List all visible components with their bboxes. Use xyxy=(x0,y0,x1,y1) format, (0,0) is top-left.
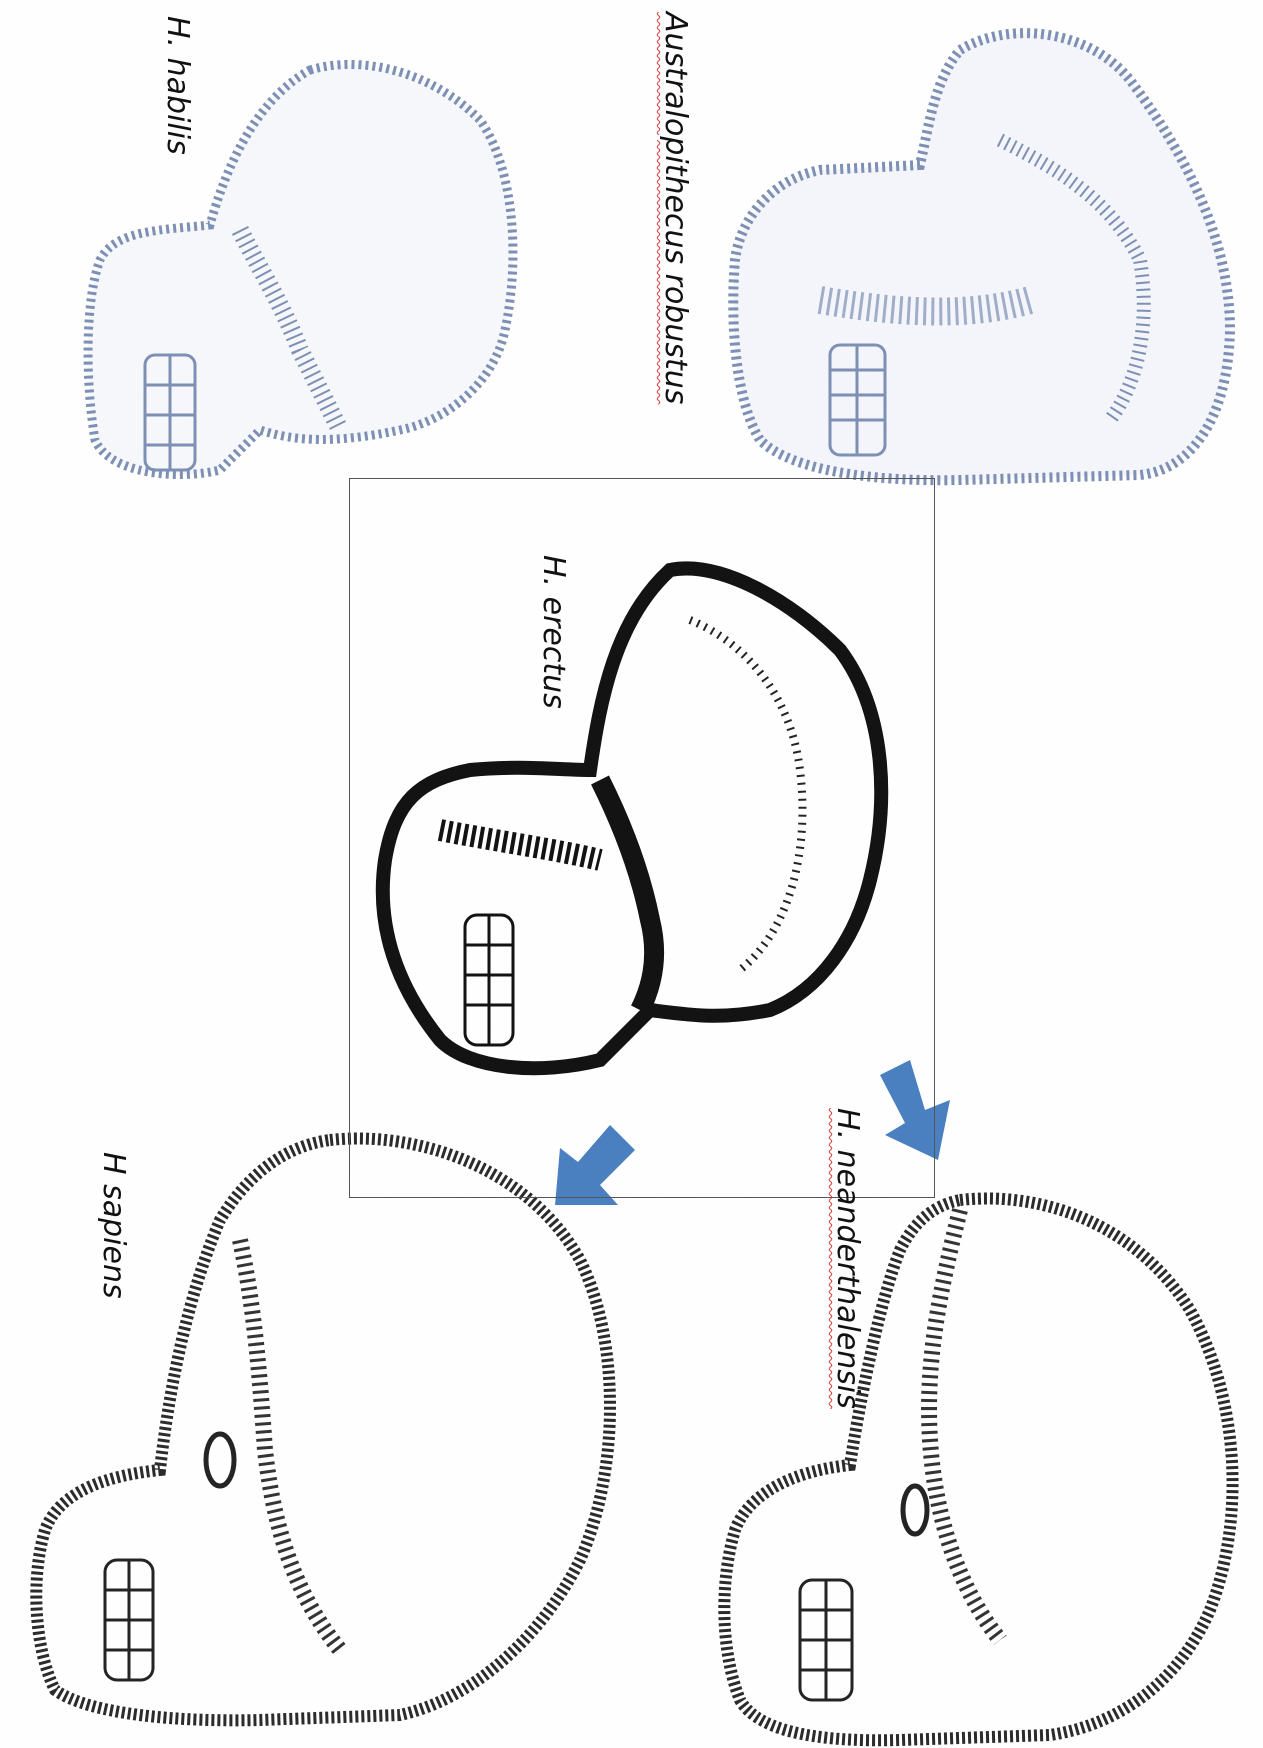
label-h-erectus: H. erectus xyxy=(538,555,568,709)
label-h-neanderthalensis: H. neanderthalensis xyxy=(832,1108,862,1409)
label-h-habilis: H. habilis xyxy=(162,16,192,155)
label-h-sapiens: H sapiens xyxy=(98,1152,128,1299)
h-erectus-highlight-box xyxy=(349,478,935,1198)
label-australopithecus-robustus: Australopithecus robustus xyxy=(660,12,690,404)
